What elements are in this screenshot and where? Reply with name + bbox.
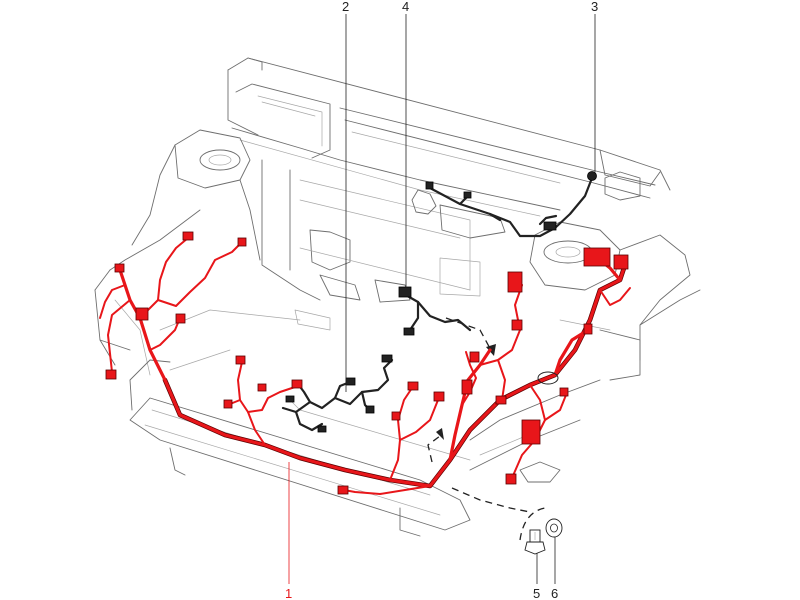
- callout-3: 3: [591, 0, 598, 172]
- washer-part-6: [545, 518, 563, 538]
- callout-label-5: 5: [533, 586, 540, 600]
- callout-label-2: 2: [342, 0, 349, 14]
- callout-label-4: 4: [402, 0, 409, 14]
- secondary-harness-3: [425, 171, 597, 238]
- secondary-harness-2: [281, 354, 394, 433]
- secondary-harness-4: [398, 286, 496, 356]
- callout-4: 4: [402, 0, 409, 290]
- callout-label-3: 3: [591, 0, 598, 14]
- callout-1: 1: [285, 462, 292, 600]
- bolt-part-5: [524, 529, 546, 555]
- parts-detail-bracket: [519, 507, 546, 541]
- callout-label-1: 1: [285, 586, 292, 600]
- callout-5: 5: [533, 553, 540, 600]
- parts-reference-dashed-line: [451, 487, 531, 513]
- callout-label-6: 6: [551, 586, 558, 600]
- main-harness-1: [99, 231, 631, 495]
- callout-6: 6: [551, 537, 558, 600]
- callout-2: 2: [342, 0, 349, 392]
